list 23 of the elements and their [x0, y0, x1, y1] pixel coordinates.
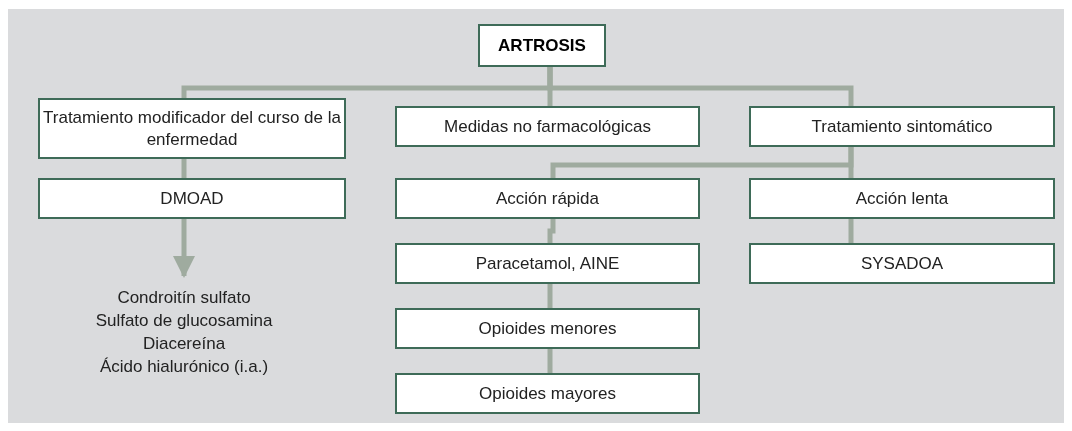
process-box: Paracetamol, AINE — [395, 243, 700, 284]
process-box: Tratamiento sintomático — [749, 106, 1055, 147]
connector-line — [547, 67, 854, 106]
connector-line — [181, 159, 187, 178]
process-box: Medidas no farmacológicas — [395, 106, 700, 147]
process-box: ARTROSIS — [478, 24, 606, 67]
connector-line — [848, 219, 854, 243]
process-box: Tratamiento modificador del curso de la enfermedad — [38, 98, 346, 159]
process-box: Acción lenta — [749, 178, 1055, 219]
drug-name: Diacereína — [142, 333, 226, 355]
drug-name: Condroitín sulfato — [117, 287, 251, 309]
drug-name: Sulfato de glucosamina — [95, 310, 273, 332]
process-box: Opioides menores — [395, 308, 700, 349]
connector-line — [848, 147, 854, 178]
connector-line — [547, 219, 556, 243]
drug-name: Ácido hialurónico (i.a.) — [99, 356, 269, 378]
process-box: Acción rápida — [395, 178, 700, 219]
process-box: Opioides mayores — [395, 373, 700, 414]
connector-line — [547, 349, 553, 373]
arrow — [173, 219, 195, 278]
process-box: SYSADOA — [749, 243, 1055, 284]
connector-line — [547, 284, 553, 308]
process-box: DMOAD — [38, 178, 346, 219]
